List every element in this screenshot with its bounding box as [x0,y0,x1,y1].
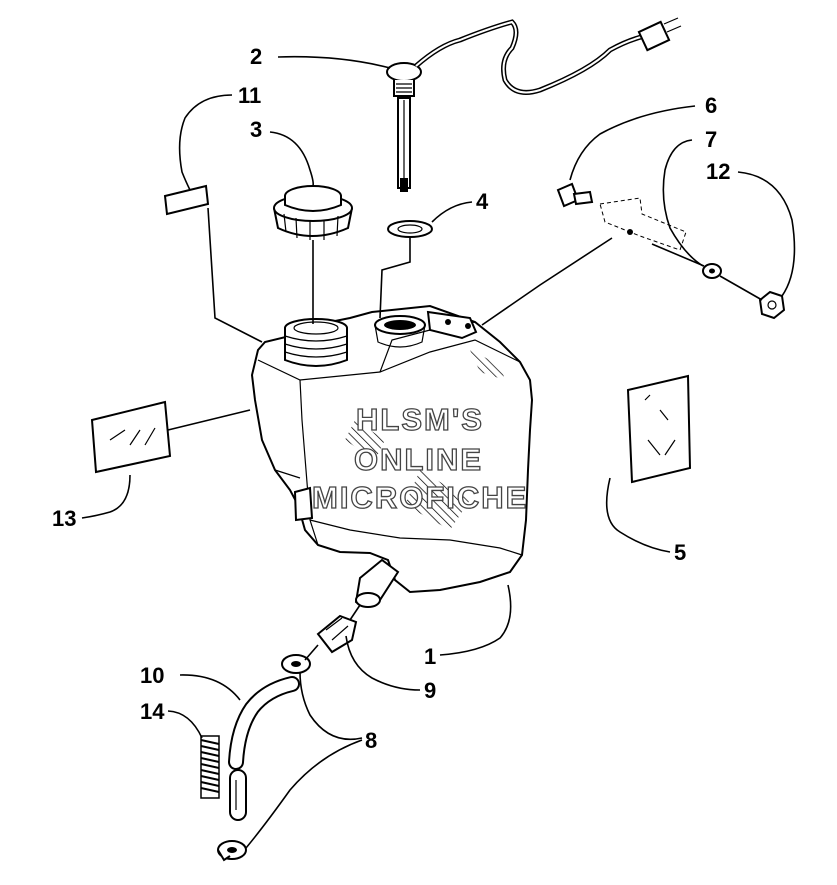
watermark: HLSM'S ONLINE MICROFICHE [311,401,528,515]
callout-4: 4 [476,189,489,214]
callout-5: 5 [674,540,686,565]
spring[interactable] [200,735,220,799]
watermark-line-2: ONLINE [354,442,483,477]
label-small[interactable] [163,184,210,216]
leader-lines [81,55,796,849]
watermark-line-1: HLSM'S [356,402,484,437]
callout-11: 11 [238,83,261,108]
oil-tank[interactable] [250,304,534,608]
grommet[interactable] [387,220,433,238]
oil-hose[interactable] [228,676,300,821]
callout-2: 2 [250,44,262,69]
callout-9: 9 [424,678,436,703]
hose-clamp-lower[interactable] [217,840,247,862]
outlet-fitting[interactable] [316,614,358,654]
washer[interactable] [702,263,722,279]
watermark-line-3: MICROFICHE [312,480,528,515]
decal-left[interactable] [90,400,172,474]
callout-labels: 1 2 3 4 5 6 7 8 9 10 11 12 13 14 [52,44,730,753]
lock-nut[interactable] [758,290,786,320]
callout-6: 6 [705,93,717,118]
callout-13: 13 [52,506,76,531]
callout-10: 10 [140,663,164,688]
mount-bolt[interactable] [556,182,594,208]
callout-1: 1 [424,644,436,669]
callout-7: 7 [705,127,717,152]
filler-cap[interactable] [273,185,353,240]
hose-clamp-upper[interactable] [281,654,311,674]
decal-right[interactable] [626,374,692,484]
callout-12: 12 [706,159,730,184]
callout-3: 3 [250,117,262,142]
callout-14: 14 [140,699,165,724]
mount-bracket-ghost [599,197,687,251]
level-sender[interactable] [386,17,682,192]
callout-8: 8 [365,728,377,753]
